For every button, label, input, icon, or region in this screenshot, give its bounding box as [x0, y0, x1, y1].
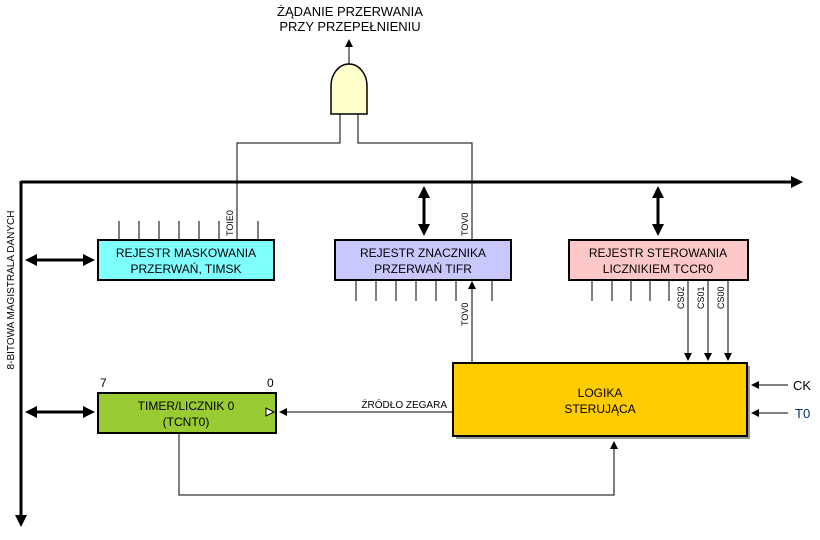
tifr-line1: REJESTR ZNACZNIKA: [360, 246, 486, 260]
interrupt-request-line1: ŻĄDANIE PRZERWANIA: [277, 4, 423, 19]
tov0-wire-top: [357, 114, 473, 243]
tcnt0-bit-high: 7: [100, 376, 107, 390]
clock-source-label: ŹRÓDŁO ZEGARA: [361, 398, 447, 411]
logic-line1: LOGIKA: [578, 386, 623, 400]
timsk-register-box: [97, 239, 275, 281]
toie0-wire: [236, 114, 341, 243]
tcnt0-counter-box: [97, 392, 277, 434]
tifr-line2: PRZERWAŃ TIFR: [374, 261, 472, 276]
interrupt-request-line2: PRZY PRZEPEŁNIENIU: [279, 19, 420, 34]
cs02-label: CS02: [676, 286, 686, 309]
and-gate: [330, 63, 368, 115]
counter-feedback-wire: [178, 433, 618, 496]
tccr0-line2: LICZNIKIEM TCCR0: [603, 262, 714, 276]
tcnt0-line2: (TCNT0): [163, 415, 210, 429]
t0-label: T0: [795, 406, 810, 421]
control-logic-box: [452, 362, 748, 437]
toie0-label: TOIE0: [225, 210, 235, 236]
tifr-register-box: [334, 239, 512, 281]
timsk-line2: PRZERWAŃ, TIMSK: [130, 261, 241, 276]
tcnt0-bit-low: 0: [267, 376, 274, 390]
cs00-label: CS00: [716, 286, 726, 309]
data-bus-label: 8-BITOWA MAGISTRALA DANYCH: [6, 211, 17, 370]
timsk-register-bit-ticks: [118, 221, 259, 240]
tifr-register-bit-ticks: [355, 280, 493, 301]
ck-label: CK: [793, 378, 811, 393]
tov0-top-label: TOV0: [460, 213, 470, 236]
tccr0-register-box: [568, 239, 749, 281]
tccr0-register-bit-ticks: [591, 280, 670, 301]
logic-line2: STERUJĄCA: [564, 402, 635, 416]
tov0-bottom-label: TOV0: [460, 303, 470, 326]
timsk-line1: REJESTR MASKOWANIA: [116, 246, 256, 260]
tcnt0-line1: TIMER/LICZNIK 0: [138, 399, 235, 413]
cs01-label: CS01: [696, 286, 706, 309]
clock-input-triangle: [265, 407, 276, 417]
tccr0-line1: REJESTR STEROWANIA: [589, 246, 727, 260]
